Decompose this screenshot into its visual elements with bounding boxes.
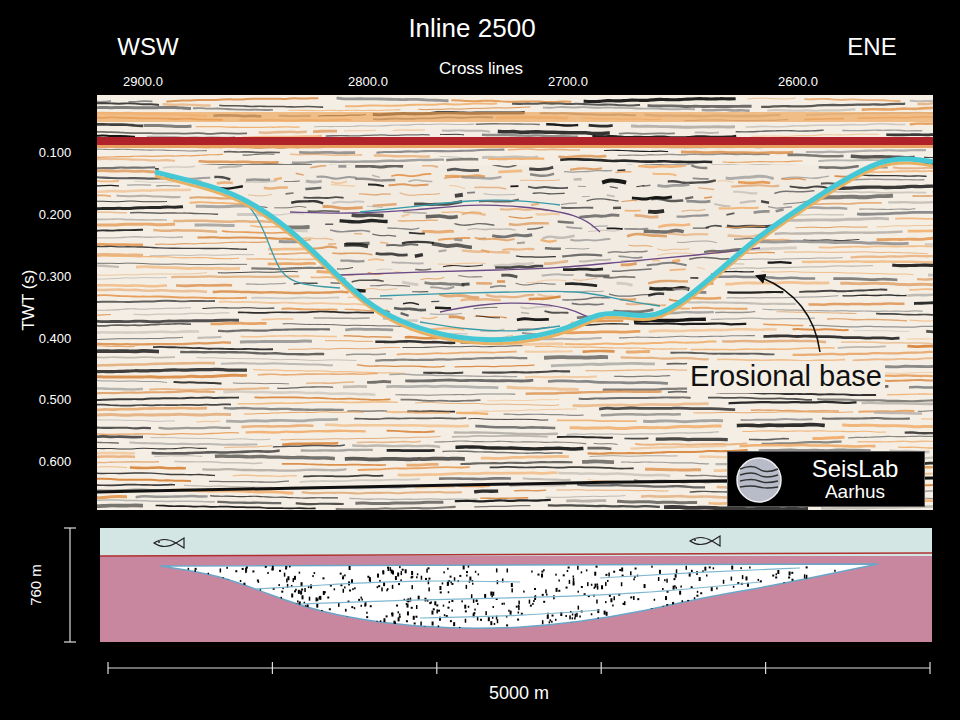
dimension: 760 m [28, 564, 45, 606]
annotation: Erosional base [687, 361, 885, 393]
tick-label: 0.400 [39, 332, 72, 346]
tick-label: 0.500 [39, 393, 72, 407]
fish-icon [690, 536, 720, 546]
schematic-section [100, 528, 932, 642]
logo-place: Aarhus [812, 482, 899, 502]
tick-label: 2700.0 [548, 75, 588, 89]
logo-icon [734, 455, 784, 505]
leader-arrow [757, 276, 820, 352]
tick-label: 0.300 [39, 270, 72, 284]
tick-label: 0.200 [39, 208, 72, 222]
dimension: 5000 m [489, 684, 549, 704]
direction-label: WSW [117, 34, 178, 60]
tick-label: 2800.0 [348, 75, 388, 89]
erosional-base-line [155, 159, 933, 340]
tick-label: 2900.0 [123, 75, 163, 89]
tick-label: 2600.0 [778, 75, 818, 89]
tick-label: 0.600 [39, 455, 72, 469]
axis-title: Cross lines [439, 60, 523, 79]
tick-label: 0.100 [39, 146, 72, 160]
axis-title: TWT (s) [20, 269, 39, 330]
scale-bars [64, 528, 930, 674]
logo-name: SeisLab [812, 456, 899, 481]
title: Inline 2500 [408, 14, 535, 43]
fish-icon [154, 538, 184, 548]
seismic-section [97, 95, 933, 510]
direction-label: ENE [847, 34, 896, 60]
logo-box: SeisLabAarhus [727, 451, 925, 507]
